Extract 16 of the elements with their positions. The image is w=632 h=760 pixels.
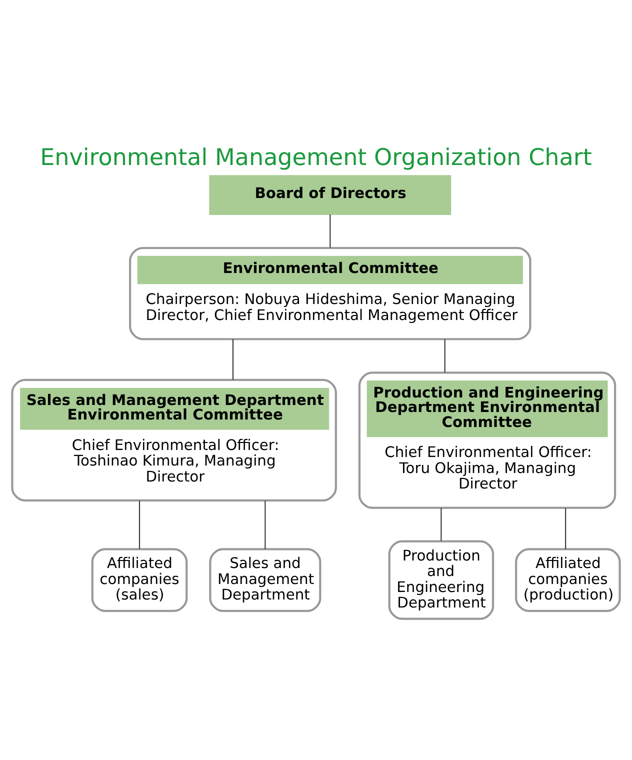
node-box: Sales and Management Department Environmental Committee Chief Environmental Officer: Toshinao Kimura, Managing Director bbox=[11, 378, 337, 501]
connector bbox=[440, 508, 442, 540]
node-box: Affiliated companies (sales) bbox=[91, 548, 188, 612]
node-box: Production and Engineering Department bbox=[388, 540, 494, 620]
diagram-title: Environmental Management Organization Chart bbox=[40, 144, 592, 170]
node-box: Environmental Committee Chairperson: Nobuya Hideshima, Senior Managing Director, Chief Environmental Management Officer bbox=[129, 246, 532, 340]
connector bbox=[138, 500, 140, 549]
node-box: Board of Directors bbox=[209, 174, 452, 214]
node-box: Production and Engineering Department Environmental Committee Chief Environmental Officer: Toru Okajima, Managing Director bbox=[358, 371, 616, 508]
connector bbox=[565, 508, 566, 549]
connector bbox=[330, 214, 331, 248]
connector bbox=[264, 500, 266, 549]
node-box: Affiliated companies (production) bbox=[515, 548, 621, 612]
node-box: Sales and Management Department bbox=[209, 548, 322, 612]
connector bbox=[444, 338, 446, 372]
connector bbox=[232, 338, 234, 380]
